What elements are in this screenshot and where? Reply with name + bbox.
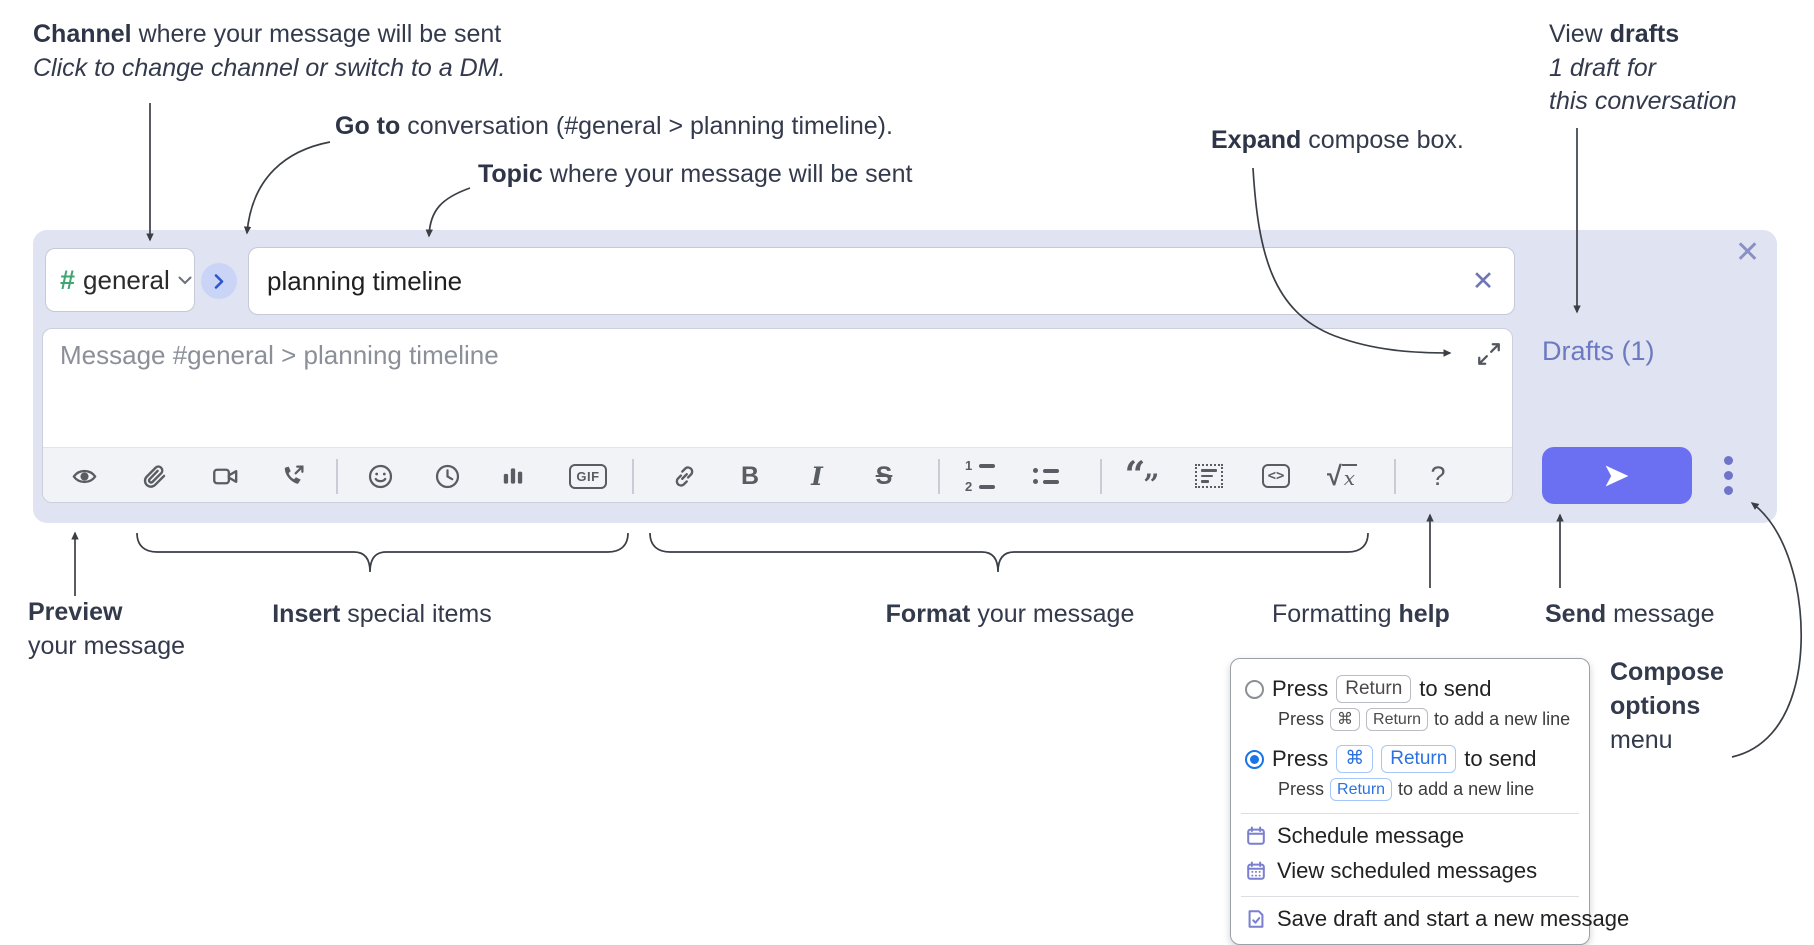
poll-chart-icon[interactable] <box>491 454 535 498</box>
preview-eye-icon[interactable] <box>62 454 106 498</box>
expand-compose-icon[interactable] <box>1476 341 1502 367</box>
goto-conversation-button[interactable] <box>201 263 237 299</box>
channel-selector[interactable]: # general <box>45 248 195 312</box>
topic-annotation: Topic where your message will be sent <box>478 160 913 188</box>
drafts-annotation-sub2: this conversation <box>1549 87 1737 115</box>
formatting-help-annotation: Formatting help <box>1272 600 1450 628</box>
preview-annotation: Preview <box>28 598 123 626</box>
cmd-key: ⌘ <box>1336 745 1374 773</box>
preview-annotation-line2: your message <box>28 632 186 660</box>
toolbar-divider <box>1394 459 1396 494</box>
goto-arrow <box>243 141 331 235</box>
draft-document-icon <box>1245 908 1267 930</box>
toolbar-divider <box>938 459 940 494</box>
send-option-return[interactable]: Press Return to send <box>1245 675 1573 703</box>
menu-divider <box>1241 896 1579 897</box>
compose-options-arrow <box>1731 502 1803 758</box>
compose-options-menu: Press Return to send Press ⌘ Return to a… <box>1230 658 1629 945</box>
emoji-icon[interactable] <box>358 454 402 498</box>
spoiler-icon[interactable] <box>1187 454 1231 498</box>
cmd-key: ⌘ <box>1330 708 1361 731</box>
send-option-cmd-return[interactable]: Press ⌘ Return to send <box>1245 745 1573 773</box>
drafts-annotation-sub1: 1 draft for <box>1549 54 1656 82</box>
topic-input[interactable] <box>248 247 1515 315</box>
compose-options-menu-button[interactable] <box>1718 456 1738 495</box>
italic-icon[interactable]: I <box>811 461 823 491</box>
toolbar-divider <box>336 459 338 494</box>
audio-call-icon[interactable] <box>270 454 314 498</box>
format-annotation: Format your message <box>885 600 1135 628</box>
calendar-icon <box>1245 825 1267 847</box>
return-key: Return <box>1336 675 1412 703</box>
strikethrough-icon[interactable]: S <box>875 461 893 490</box>
goto-annotation: Go to conversation (#general > planning … <box>335 112 893 140</box>
return-key: Return <box>1330 778 1393 801</box>
math-icon[interactable]: √x <box>1326 460 1358 491</box>
radio-selected-icon[interactable] <box>1245 749 1264 769</box>
chevron-down-icon <box>178 276 192 285</box>
format-brace <box>649 532 1369 573</box>
return-key: Return <box>1381 745 1457 773</box>
return-key: Return <box>1366 708 1429 731</box>
calendar-list-icon <box>1245 860 1267 882</box>
video-call-icon[interactable] <box>203 454 247 498</box>
time-clock-icon[interactable] <box>425 454 469 498</box>
menu-divider <box>1241 813 1579 814</box>
send-button[interactable] <box>1542 447 1692 504</box>
bold-icon[interactable]: B <box>740 461 760 490</box>
attach-file-icon[interactable] <box>132 454 176 498</box>
insert-brace <box>136 532 629 573</box>
menu-item-view-scheduled[interactable]: View scheduled messages <box>1245 858 1573 884</box>
chevron-right-icon <box>214 273 224 289</box>
send-option-cmd-return-sub: Press Return to add a new line <box>1278 778 1535 801</box>
radio-unselected-icon[interactable] <box>1245 679 1264 699</box>
send-plane-icon <box>1605 465 1629 486</box>
channel-name: general <box>83 264 170 295</box>
compose-options-annotation: Compose options menu <box>1610 658 1724 754</box>
drafts-annotation: View drafts <box>1549 20 1680 48</box>
channel-hash-icon: # <box>60 264 76 295</box>
link-icon[interactable] <box>662 454 706 498</box>
quote-icon[interactable]: “” <box>1124 454 1160 501</box>
channel-annotation: Channel where your message will be sent <box>33 20 502 48</box>
message-placeholder: Message #general > planning timeline <box>60 340 499 370</box>
code-icon[interactable]: <> <box>1254 454 1298 498</box>
channel-annotation-sub: Click to change channel or switch to a D… <box>33 54 506 82</box>
gif-icon[interactable]: GIF <box>561 454 615 498</box>
menu-item-schedule-message[interactable]: Schedule message <box>1245 823 1573 849</box>
send-annotation: Send message <box>1545 600 1715 628</box>
drafts-link[interactable]: Drafts (1) <box>1542 336 1655 366</box>
topic-clear-icon[interactable]: ✕ <box>1471 266 1495 296</box>
bulleted-list-icon[interactable] <box>1024 454 1068 498</box>
insert-annotation: Insert special items <box>272 600 492 628</box>
toolbar-divider <box>1100 459 1102 494</box>
close-compose-icon[interactable]: ✕ <box>1735 236 1761 269</box>
send-option-return-sub: Press ⌘ Return to add a new line <box>1278 708 1571 731</box>
formatting-help-icon[interactable]: ? <box>1430 460 1446 491</box>
menu-item-save-draft[interactable]: Save draft and start a new message <box>1245 906 1629 932</box>
topic-arrow <box>425 187 471 238</box>
numbered-list-icon[interactable]: 1 2 <box>958 454 1002 498</box>
expand-annotation: Expand compose box. <box>1211 126 1464 154</box>
toolbar-divider <box>632 459 634 494</box>
